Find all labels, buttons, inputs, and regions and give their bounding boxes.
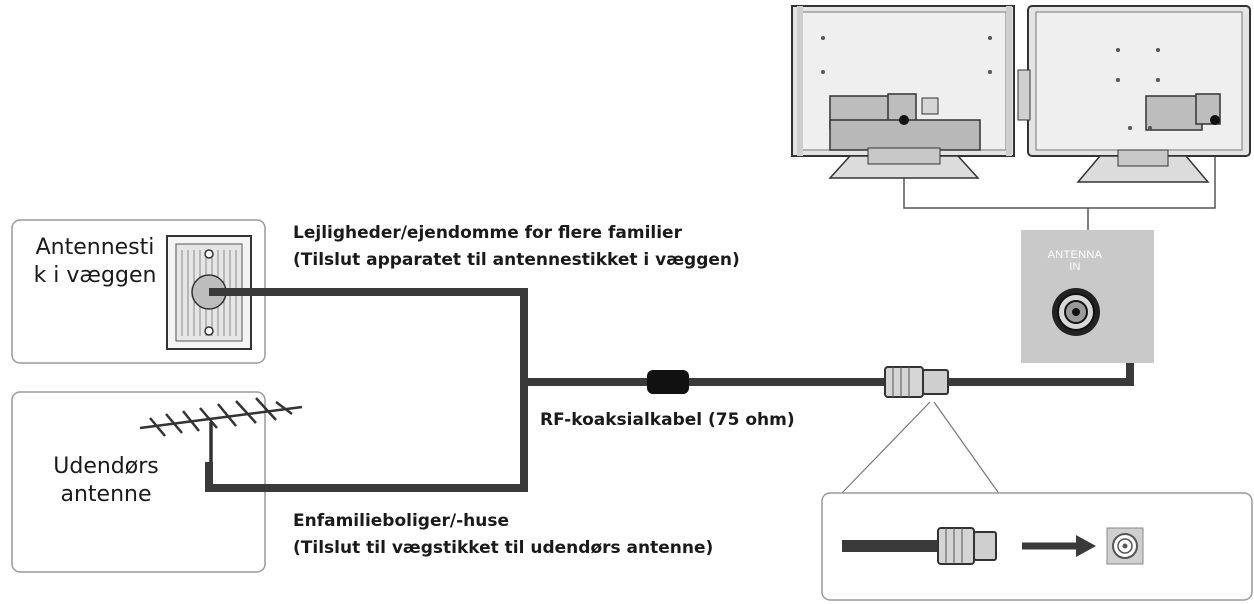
apartments-note-title: Lejligheder/ejendomme for flere familier — [293, 223, 682, 243]
apartments-note: Lejligheder/ejendomme for flere familier… — [293, 223, 740, 272]
houses-note-detail: (Tilslut til vægstikket til udendørs ant… — [293, 538, 714, 559]
arrow-right-icon — [1022, 535, 1096, 557]
outdoor-antenna-label-line1: Udendørs — [53, 454, 159, 479]
outdoor-antenna-box — [11, 391, 266, 573]
houses-note: Enfamilieboliger/-huse (Tilslut til vægs… — [293, 511, 713, 560]
antenna-in-jack-icon — [1106, 527, 1144, 565]
outdoor-antenna-label-line2: antenne — [60, 481, 152, 507]
wall-socket-label-line2: k i væggen — [33, 262, 157, 288]
houses-note-title: Enfamilieboliger/-huse — [293, 511, 510, 531]
callout-line — [933, 401, 1001, 496]
ferrite-core — [647, 370, 689, 394]
wall-socket-label-line1: Antennesti — [35, 235, 155, 260]
cable-label: RF-koaksialkabel (75 ohm) — [540, 410, 795, 430]
antenna-in-label-line1: ANTENNA — [1047, 249, 1103, 261]
antenna-in-label-line2: IN — [1069, 261, 1081, 273]
antenna-in-label: ANTENNA IN — [1040, 249, 1110, 273]
tv-rear-view-2 — [1017, 5, 1251, 183]
wall-socket-label: Antennesti k i væggen — [26, 234, 164, 289]
inset-cable-icon — [842, 527, 997, 565]
apartments-note-detail: (Tilslut apparatet til antennestikket i … — [293, 250, 740, 271]
yagi-antenna-icon — [139, 397, 303, 462]
antenna-in-jack-large-icon — [1052, 288, 1100, 336]
callout-line — [839, 401, 931, 496]
coax-plug-icon — [884, 366, 949, 398]
outdoor-antenna-label: Udendørs antenne — [36, 453, 176, 508]
tv-rear-view-1 — [791, 5, 1015, 179]
